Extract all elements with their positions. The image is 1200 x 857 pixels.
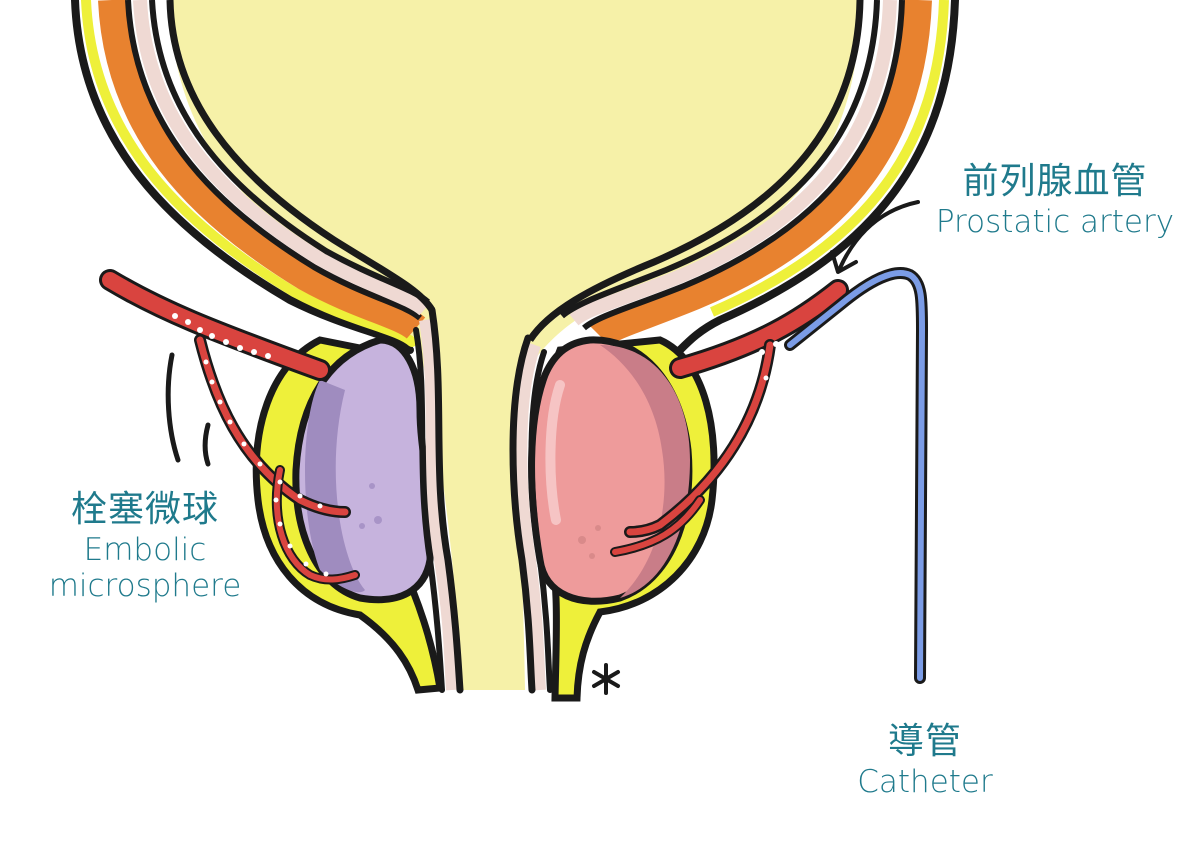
left-lobe-dot	[359, 523, 365, 529]
right-wall-muscle	[590, 0, 932, 347]
right-urethra-wall	[515, 342, 546, 691]
embolic-microsphere-label: 栓塞微球 Embolic microsphere	[30, 480, 260, 604]
embolic-microspheres-left	[172, 313, 329, 577]
left-wall-fat	[81, 0, 417, 347]
right-lobe-dot	[578, 536, 586, 544]
left-lobe-dot	[369, 483, 375, 489]
asterisk-icon	[592, 663, 620, 695]
left-wall-muscle-border	[125, 0, 422, 321]
right-wall-muscle-border	[582, 0, 905, 331]
catheter-fill	[787, 270, 926, 681]
left-wall-inner-border	[149, 0, 430, 305]
right-wall-innermost	[527, 0, 864, 342]
embolic-microsphere-en-2: microsphere	[48, 568, 242, 604]
prostatic-artery-zh: 前列腺血管	[962, 161, 1148, 202]
right-urethra-outline-b	[528, 349, 553, 693]
motion-line	[165, 352, 181, 463]
embolic-microsphere-en-1: Embolic	[83, 532, 207, 568]
left-wall-innermost	[166, 0, 435, 312]
left-urethra-outline-a	[428, 306, 464, 694]
catheter-label: 導管 Catheter	[830, 712, 1020, 800]
right-lobe-highlight	[545, 380, 565, 525]
prostatic-artery-en: Prostatic artery	[935, 204, 1175, 240]
catheter	[784, 267, 929, 684]
right-lobe-dot	[589, 553, 595, 559]
prostatic-artery-label: 前列腺血管 Prostatic artery	[920, 152, 1190, 240]
right-lobe-dot	[595, 525, 601, 531]
left-lobe-shadow	[305, 380, 365, 593]
left-wall-mucosa	[133, 0, 429, 316]
left-urethra-wall	[419, 319, 458, 691]
right-wall-inner-border	[560, 0, 880, 319]
curved-arrow-icon	[830, 200, 920, 274]
right-urethra-outline-a	[509, 334, 536, 694]
left-urethra-outline-b	[413, 327, 445, 693]
embolic-microsphere-zh: 栓塞微球	[70, 489, 219, 530]
bladder-lumen	[170, 0, 860, 690]
left-wall-muscle	[98, 0, 426, 340]
embolic-microspheres-right	[759, 341, 779, 381]
right-wall-mucosa	[569, 0, 897, 326]
right-wall-fat	[709, 0, 949, 317]
catheter-en: Catheter	[857, 764, 993, 800]
left-wall-outline	[71, 0, 414, 354]
left-lobe-dot	[374, 516, 382, 524]
catheter-zh: 導管	[887, 721, 962, 762]
right-artery-tree	[610, 279, 849, 557]
motion-line	[202, 422, 211, 467]
